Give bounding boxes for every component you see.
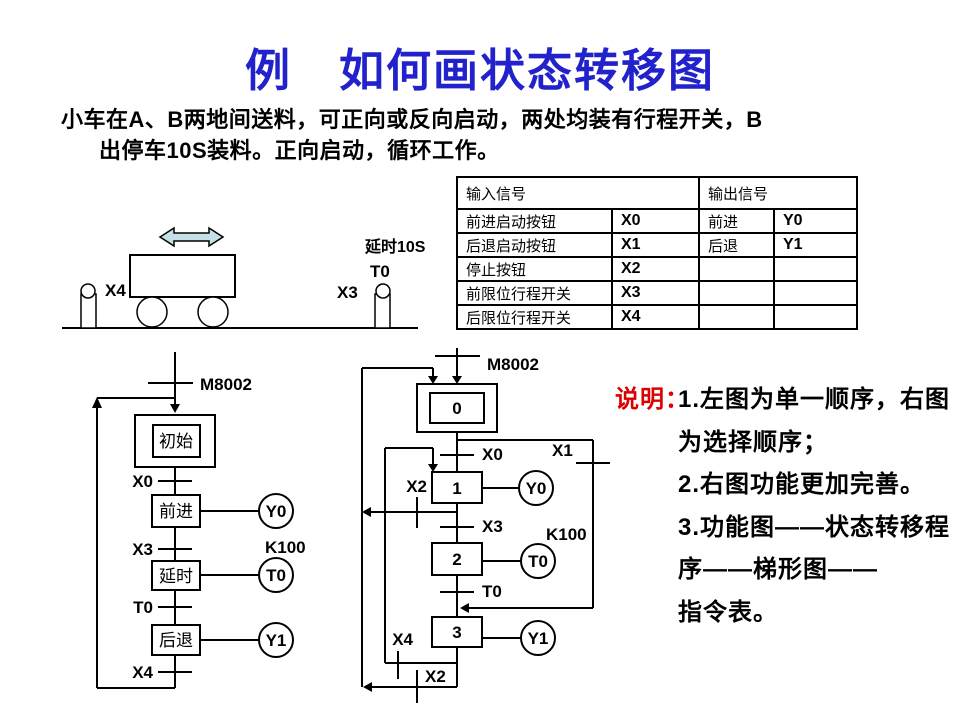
left-state-init-label: 初始 — [159, 432, 193, 451]
right-transition-x0: X0 — [482, 445, 503, 464]
cell-output-label — [698, 256, 775, 282]
right-k100-label: K100 — [546, 525, 587, 544]
cell-input-code: X2 — [611, 256, 700, 282]
left-output-y0 — [258, 493, 294, 529]
left-transition-x4: X4 — [132, 663, 153, 682]
table-row: 前限位行程开关 X3 — [456, 280, 858, 306]
left-transition-x3: X3 — [132, 540, 153, 559]
right-state-1-label: 1 — [452, 479, 461, 498]
cell-input-label: 前限位行程开关 — [456, 280, 613, 306]
description-line-1: 小车在A、B两地间送料，可正向或反向启动，两处均装有行程开关，B — [61, 107, 763, 132]
right-transition-x1: X1 — [552, 441, 573, 460]
cell-input-code: X1 — [611, 232, 700, 258]
right-state-0-inner — [429, 392, 485, 424]
left-output-y0-label: Y0 — [266, 502, 287, 521]
cart-label-delay: 延时10S — [364, 237, 426, 256]
right-state-0-label: 0 — [452, 399, 461, 418]
cell-output-code — [773, 256, 858, 282]
limit-switch-left-knob — [80, 283, 96, 299]
table-row: 后退启动按钮 X1 后退 Y1 — [456, 232, 858, 258]
right-output-t0-label: T0 — [528, 552, 548, 571]
limit-switch-right-knob — [375, 283, 391, 299]
cell-input-label: 停止按钮 — [456, 256, 613, 282]
note-line: 为选择顺序； — [678, 428, 828, 456]
left-transition-x0: X0 — [132, 472, 153, 491]
cart-label-x3: X3 — [337, 283, 358, 302]
right-transition-x4: X4 — [392, 630, 413, 649]
problem-description: 小车在A、B两地间送料，可正向或反向启动，两处均装有行程开关，B 出停车10S装… — [61, 104, 931, 166]
right-transition-x2-upper: X2 — [406, 477, 427, 496]
cart-label-t0: T0 — [370, 262, 390, 281]
cell-output-label: 后退 — [698, 232, 775, 258]
table-row: 后限位行程开关 X4 — [456, 304, 858, 330]
right-state-3-label: 3 — [452, 623, 461, 642]
note-line: 1.左图为单一顺序，右图 — [678, 386, 951, 413]
note-line: 2.右图功能更加完善。 — [678, 471, 926, 498]
left-transition-t0: T0 — [133, 598, 153, 617]
right-transition-x2-lower: X2 — [425, 667, 446, 686]
cell-output-label — [698, 304, 775, 330]
right-transition-t0: T0 — [482, 582, 502, 601]
header-input: 输入信号 — [456, 176, 700, 210]
cart-diagram: X4 X3 T0 延时10S — [62, 226, 426, 329]
header-output: 输出信号 — [698, 176, 858, 210]
cell-output-label: 前进 — [698, 208, 775, 234]
right-state-2-label: 2 — [452, 550, 461, 569]
left-output-t0-label: T0 — [266, 566, 286, 585]
left-entry-label: M8002 — [200, 375, 252, 394]
table-row: 停止按钮 X2 — [456, 256, 858, 282]
right-entry-label: M8002 — [487, 355, 539, 374]
double-arrow-icon — [158, 226, 225, 248]
left-k100-label: K100 — [265, 538, 306, 557]
cell-output-label — [698, 280, 775, 306]
left-state-diagram: M8002 初始 X0 前进 Y0 X3 K100 延时 T0 T0 — [92, 352, 306, 689]
limit-switch-left-post — [80, 293, 97, 329]
table-row: 前进启动按钮 X0 前进 Y0 — [456, 208, 858, 234]
right-output-y1-label: Y1 — [528, 629, 549, 648]
note-line: 3.功能图——状态转移程 — [678, 513, 951, 541]
note-line: 序——梯形图—— — [678, 556, 878, 583]
cell-output-code — [773, 304, 858, 330]
right-output-y0 — [518, 470, 554, 506]
cell-input-code: X3 — [611, 280, 700, 306]
cart-label-x4: X4 — [105, 281, 126, 300]
limit-switch-right-post — [374, 293, 391, 329]
note-line: 指令表。 — [678, 598, 778, 626]
right-output-y0-label: Y0 — [526, 479, 547, 498]
description-line-2: 出停车10S装料。正向启动，循环工作。 — [99, 138, 500, 163]
left-state-delay-label: 延时 — [159, 567, 193, 586]
left-state-back-label: 后退 — [159, 631, 193, 650]
cell-input-label: 后限位行程开关 — [456, 304, 613, 330]
cart-wheel-left — [136, 296, 168, 328]
signal-table: 输入信号 输出信号 前进启动按钮 X0 前进 Y0 后退启动按钮 X1 后退 Y… — [456, 176, 858, 330]
left-output-y1 — [258, 622, 294, 658]
cart-body — [129, 254, 236, 298]
cell-input-code: X4 — [611, 304, 700, 330]
cart-wheel-right — [197, 296, 229, 328]
notes-label: 说明： — [615, 386, 690, 413]
cell-output-code — [773, 280, 858, 306]
page-title: 例 如何画状态转移图 — [244, 46, 715, 96]
right-output-t0 — [520, 543, 556, 579]
left-output-t0 — [258, 557, 294, 593]
notes-lines: 1.左图为单一顺序，右图 为选择顺序； 2.右图功能更加完善。 3.功能图——状… — [678, 379, 960, 634]
right-state-2 — [431, 542, 483, 576]
table-header-row: 输入信号 输出信号 — [456, 176, 858, 210]
cell-input-label: 前进启动按钮 — [456, 208, 613, 234]
right-output-y1 — [520, 620, 556, 656]
left-state-init-inner — [152, 424, 201, 458]
cell-output-code: Y0 — [773, 208, 858, 234]
cell-input-code: X0 — [611, 208, 700, 234]
right-transition-x3: X3 — [482, 517, 503, 536]
left-output-y1-label: Y1 — [266, 631, 287, 650]
left-state-forward-label: 前进 — [159, 502, 193, 521]
right-state-diagram: M8002 0 X0 X1 1 Y0 X2 — [361, 348, 610, 703]
notes-block: 说明： 1.左图为单一顺序，右图 为选择顺序； 2.右图功能更加完善。 3.功能… — [615, 379, 960, 634]
cell-output-code: Y1 — [773, 232, 858, 258]
cell-input-label: 后退启动按钮 — [456, 232, 613, 258]
